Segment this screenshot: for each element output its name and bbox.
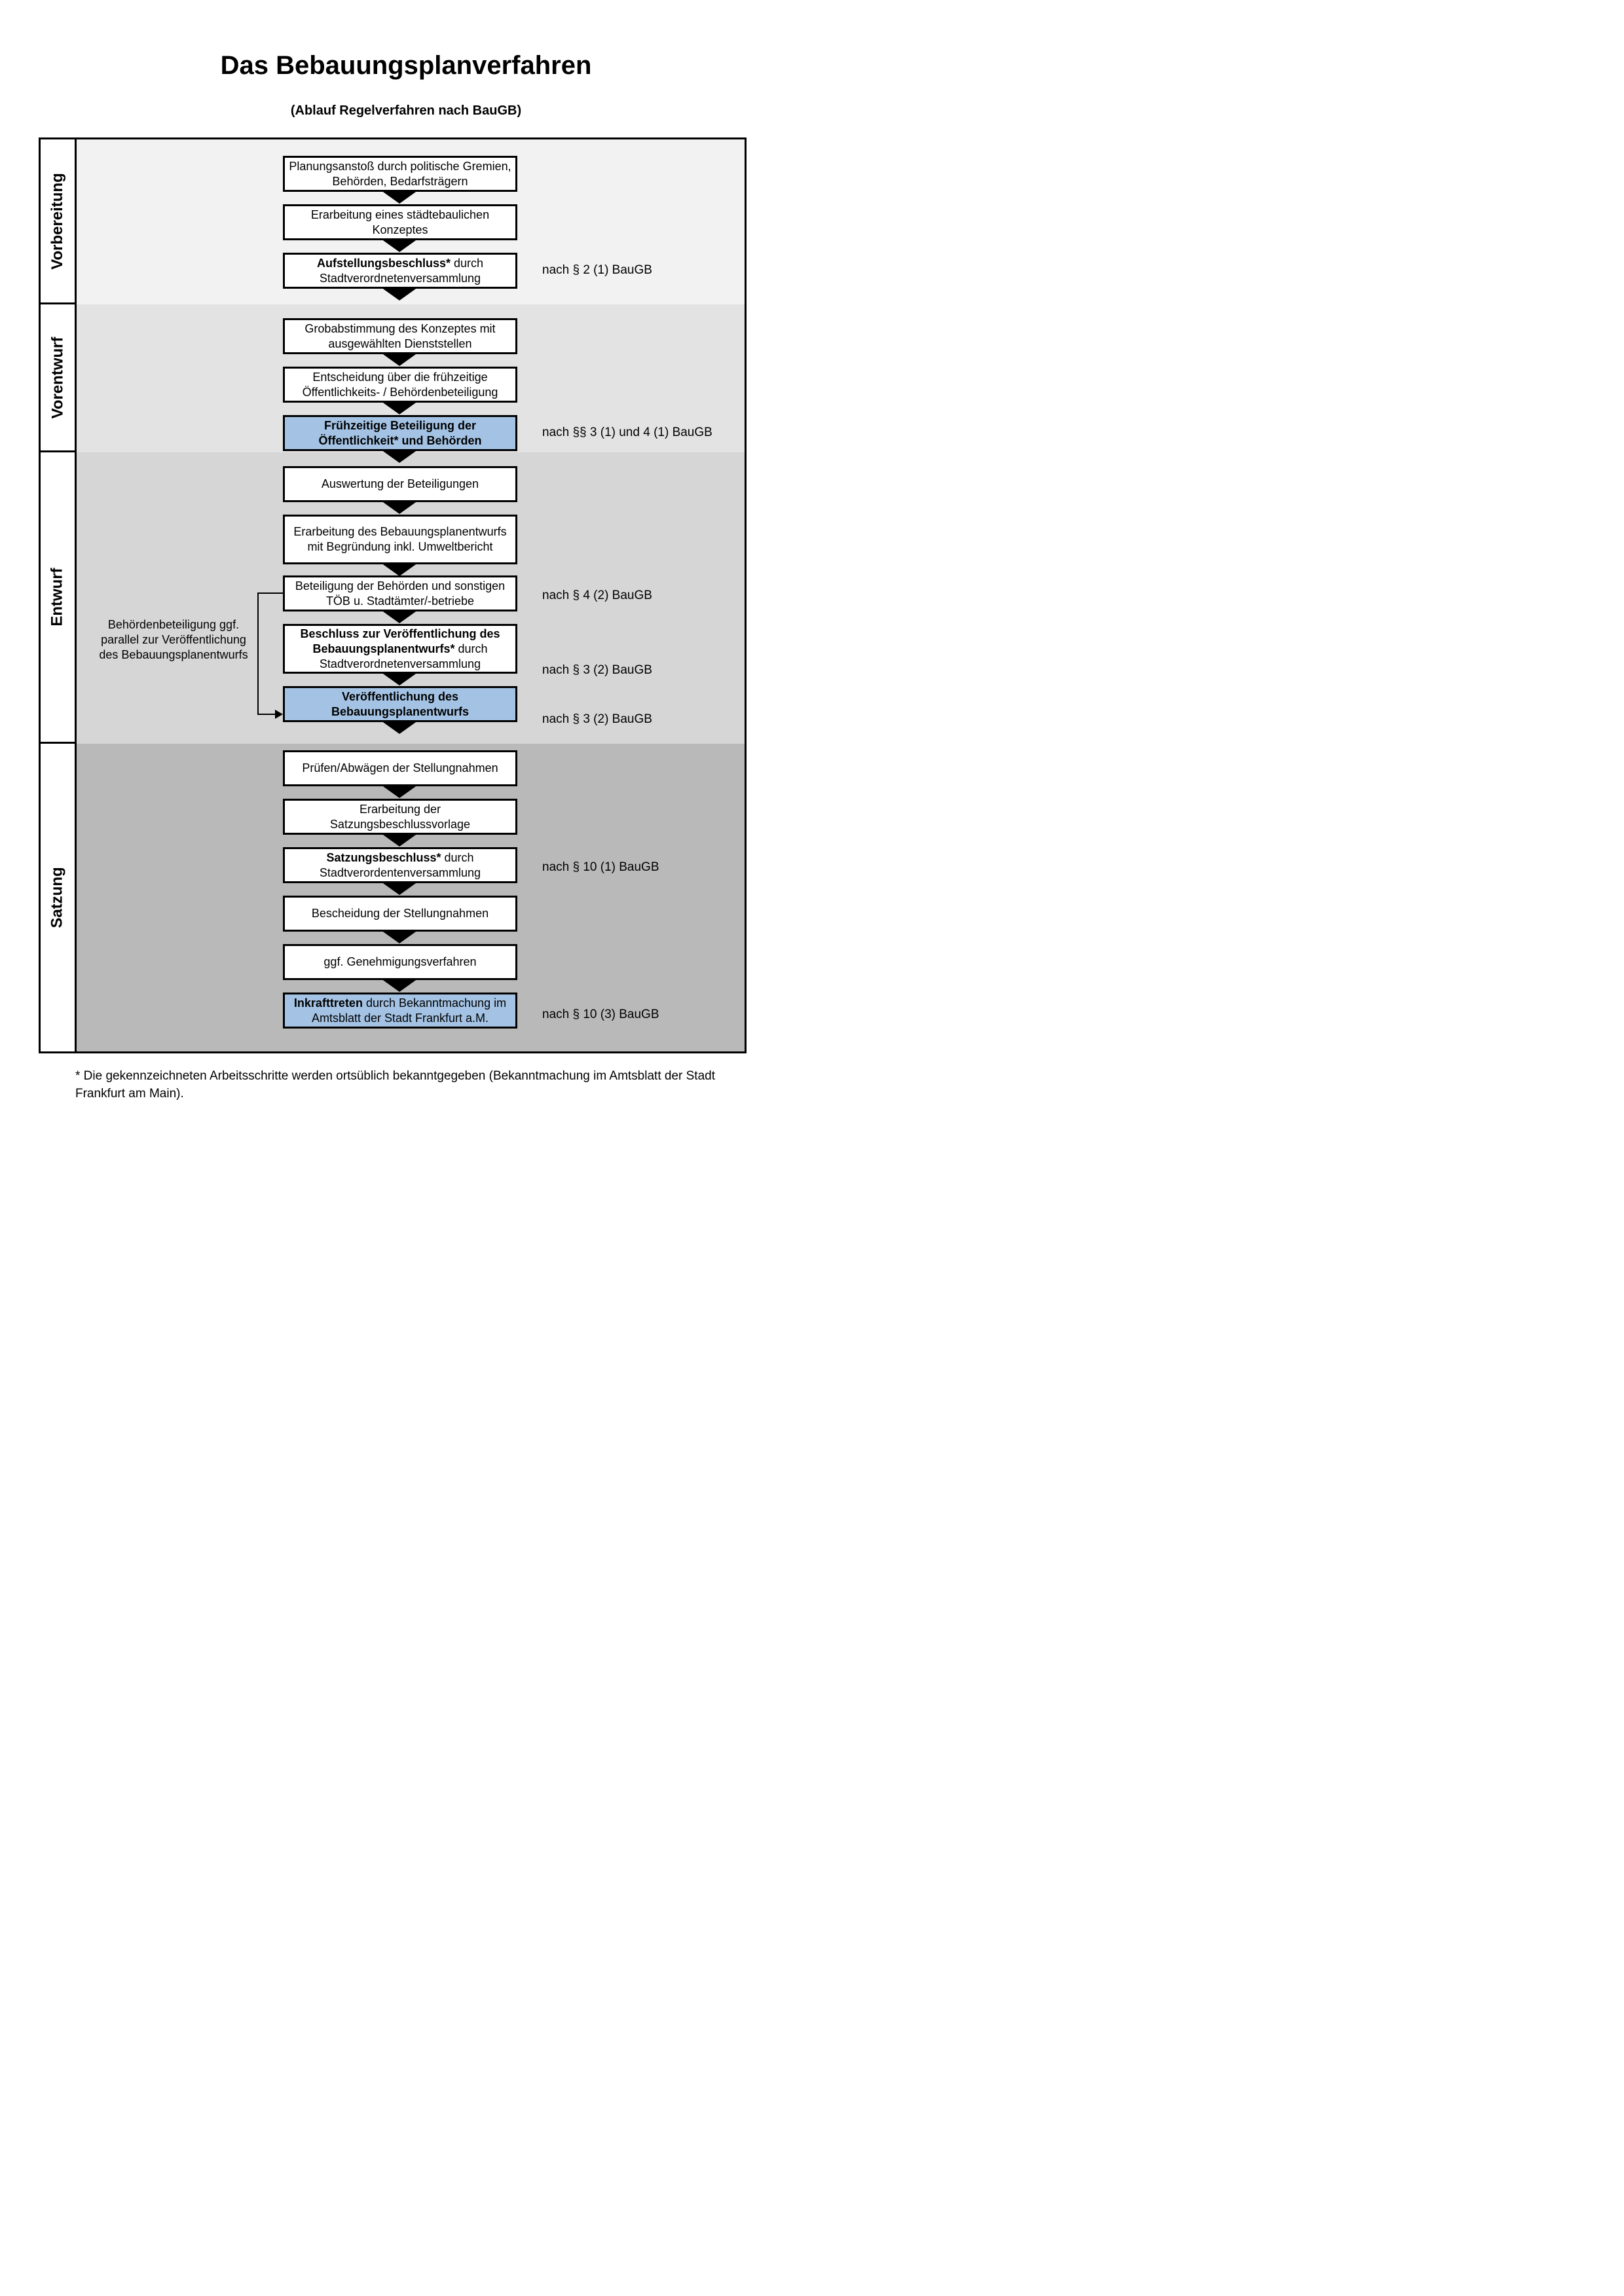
step-text: Erarbeitung des Bebauungsplanentwurfs mi… <box>293 525 507 553</box>
step-text: Grobabstimmung des Konzeptes mit ausgewä… <box>304 321 496 350</box>
step-box-inkrafttreten: Inkrafttreten durch Bekanntmachung im Am… <box>283 993 517 1029</box>
phase-cell-satzung: Satzung <box>41 744 77 1051</box>
phase-label-vorbereitung: Vorbereitung <box>48 172 66 270</box>
side-note-behoerdenbeteiligung: Behördenbeteiligung ggf. parallel zur Ve… <box>99 618 248 661</box>
phase-label-entwurf: Entwurf <box>48 568 67 627</box>
flow-arrow-down-icon <box>381 450 418 463</box>
phase-cell-vorbereitung: Vorbereitung <box>41 139 77 304</box>
flow-arrow-down-icon <box>381 610 418 623</box>
page-title: Das Bebauungsplanverfahren <box>220 51 592 80</box>
legal-reference: nach § 2 (1) BauGB <box>542 263 652 277</box>
step-text-bold: Aufstellungsbeschluss* <box>316 256 451 270</box>
step-box-planungsanstoss: Planungsanstoß durch politische Gremien,… <box>283 156 517 192</box>
step-text-bold: Beschluss zur Veröffentlichung des Bebau… <box>300 627 500 655</box>
legal-reference: nach § 4 (2) BauGB <box>542 589 652 602</box>
connector-line-bottom <box>257 714 276 715</box>
step-text: durch Bekanntmachung im Amtsblatt der St… <box>311 996 507 1025</box>
legal-reference: nach § 3 (2) BauGB <box>542 663 652 677</box>
connector-line-top <box>257 592 283 594</box>
step-box-satzungsbeschlussvorlage: Erarbeitung der Satzungsbeschlussvorlage <box>283 799 517 835</box>
phase-label-vorentwurf: Vorentwurf <box>48 337 67 418</box>
step-text: Prüfen/Abwägen der Stellungnahmen <box>302 761 498 774</box>
step-text: durch Stadtverordnetenversammlung <box>319 642 488 670</box>
footnote-text: Die gekennzeichneten Arbeitsschritte wer… <box>75 1069 715 1101</box>
step-text: Auswertung der Beteiligungen <box>321 477 479 490</box>
flow-arrow-down-icon <box>381 785 418 798</box>
step-box-fruehzeitige-beteiligung: Frühzeitige Beteiligung der Öffentlichke… <box>283 415 517 451</box>
step-box-aufstellungsbeschluss: Aufstellungsbeschluss* durch Stadtverord… <box>283 253 517 289</box>
legal-reference: nach § 10 (3) BauGB <box>542 1008 659 1021</box>
flow-arrow-down-icon <box>381 353 418 366</box>
flow-arrow-down-icon <box>381 672 418 685</box>
flow-arrow-down-icon <box>381 930 418 943</box>
step-text: durch Stadtverordentenversammlung <box>319 850 481 879</box>
connector-arrow-right-icon <box>275 710 283 719</box>
step-box-genehmigungsverfahren: ggf. Genehmigungsverfahren <box>283 944 517 980</box>
step-box-erarbeitung-entwurf: Erarbeitung des Bebauungsplanentwurfs mi… <box>283 515 517 564</box>
legal-reference: nach § 10 (1) BauGB <box>542 860 659 874</box>
connector-line-vertical <box>257 592 259 715</box>
phase-label-satzung: Satzung <box>48 867 67 928</box>
flowchart-page: Das Bebauungsplanverfahren (Ablauf Regel… <box>0 0 812 1148</box>
step-box-pruefen-abwaegen: Prüfen/Abwägen der Stellungnahmen <box>283 750 517 786</box>
step-text-bold: Inkrafttreten <box>293 996 363 1010</box>
step-text: Bescheidung der Stellungnahmen <box>311 907 489 920</box>
flow-arrow-down-icon <box>381 401 418 414</box>
step-text-bold: Veröffentlichung des Bebauungsplanentwur… <box>331 689 469 718</box>
step-text: ggf. Genehmigungsverfahren <box>323 955 477 968</box>
step-text: durch Stadtverordnetenversammlung <box>319 256 484 285</box>
footnote: * Die gekennzeichneten Arbeitsschritte w… <box>75 1067 763 1102</box>
step-box-auswertung: Auswertung der Beteiligungen <box>283 466 517 502</box>
step-box-entscheidung-beteiligung: Entscheidung über die frühzeitige Öffent… <box>283 367 517 403</box>
flow-arrow-down-icon <box>381 833 418 847</box>
flow-arrow-down-icon <box>381 979 418 992</box>
phase-cell-vorentwurf: Vorentwurf <box>41 304 77 452</box>
step-box-behoerdenbeteiligung: Beteiligung der Behörden und sonstigen T… <box>283 575 517 611</box>
page-subtitle: (Ablauf Regelverfahren nach BauGB) <box>290 103 522 118</box>
flow-arrow-down-icon <box>381 721 418 734</box>
flow-arrow-down-icon <box>381 563 418 576</box>
step-box-satzungsbeschluss: Satzungsbeschluss* durch Stadtverordente… <box>283 847 517 883</box>
step-box-staedtebauliches-konzept: Erarbeitung eines städtebaulichen Konzep… <box>283 204 517 240</box>
flow-arrow-down-icon <box>381 882 418 895</box>
step-text: Beteiligung der Behörden und sonstigen T… <box>295 579 506 608</box>
flow-arrow-down-icon <box>381 287 418 301</box>
step-box-beschluss-veroeffentlichung: Beschluss zur Veröffentlichung des Bebau… <box>283 624 517 674</box>
flow-arrow-down-icon <box>381 501 418 514</box>
legal-reference: nach § 3 (2) BauGB <box>542 712 652 726</box>
flow-arrow-down-icon <box>381 191 418 204</box>
step-text: Erarbeitung eines städtebaulichen Konzep… <box>310 208 490 236</box>
step-text-bold: Satzungsbeschluss* <box>326 850 441 864</box>
step-box-grobabstimmung: Grobabstimmung des Konzeptes mit ausgewä… <box>283 318 517 354</box>
step-box-veroeffentlichung: Veröffentlichung des Bebauungsplanentwur… <box>283 686 517 722</box>
flow-arrow-down-icon <box>381 239 418 252</box>
step-text: Erarbeitung der Satzungsbeschlussvorlage <box>329 802 471 831</box>
step-text: Entscheidung über die frühzeitige Öffent… <box>302 370 498 399</box>
legal-reference: nach §§ 3 (1) und 4 (1) BauGB <box>542 426 712 439</box>
phase-cell-entwurf: Entwurf <box>41 452 77 744</box>
step-text-bold: Frühzeitige Beteiligung der Öffentlichke… <box>318 418 482 447</box>
step-box-bescheidung: Bescheidung der Stellungnahmen <box>283 896 517 932</box>
footnote-marker: * <box>75 1069 81 1083</box>
step-text: Planungsanstoß durch politische Gremien,… <box>289 159 511 188</box>
